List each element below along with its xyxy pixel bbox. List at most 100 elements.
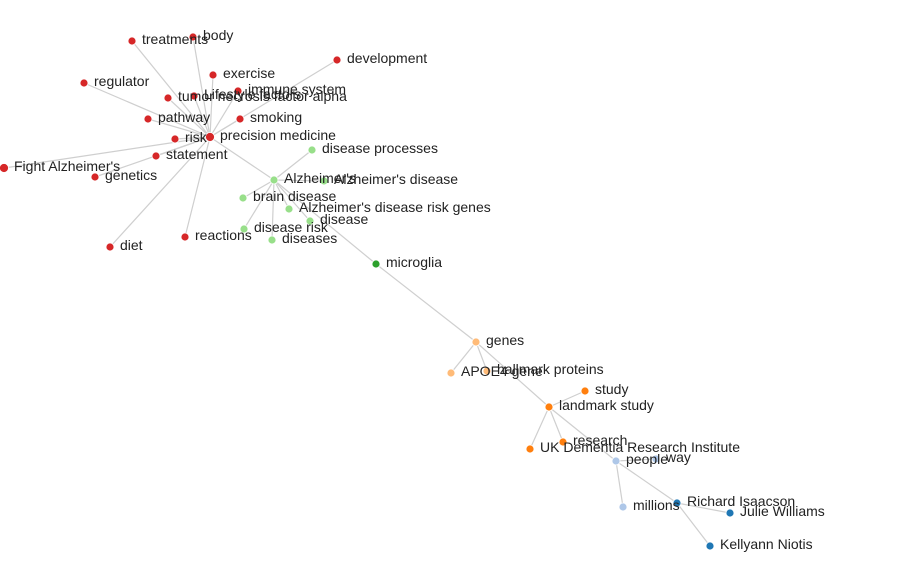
node-label-treatments: treatments <box>142 31 208 47</box>
node-risk_genes[interactable] <box>284 204 294 214</box>
edge-hub-immune <box>209 90 239 138</box>
edge-isaacson-williams <box>676 502 731 514</box>
edge-hub-regulator <box>83 82 211 138</box>
node-pathway[interactable] <box>143 114 153 124</box>
edge-people-way <box>615 458 657 462</box>
node-label-tnf: tumor necrosis factor alpha <box>178 88 347 104</box>
node-reactions[interactable] <box>180 232 190 242</box>
node-microglia[interactable] <box>371 259 381 269</box>
node-alz[interactable] <box>269 175 279 185</box>
node-label-genetics: genetics <box>105 167 157 183</box>
node-disease_risk[interactable] <box>239 224 249 234</box>
node-genetics[interactable] <box>90 172 100 182</box>
node-hallmark[interactable] <box>482 366 492 376</box>
edge-hub-reactions <box>184 136 211 238</box>
node-exercise[interactable] <box>208 70 218 80</box>
edge-alz-disease_processes <box>273 149 313 181</box>
edge-alz-microglia <box>273 179 377 265</box>
node-label-microglia: microglia <box>386 254 442 270</box>
edge-landmark-research <box>548 406 564 443</box>
edge-alz-brain_disease <box>242 179 275 199</box>
node-label-risk_genes: Alzheimer's disease risk genes <box>299 199 491 215</box>
node-label-risk: risk <box>185 129 208 145</box>
node-niotis[interactable] <box>705 541 715 551</box>
edge-people-millions <box>615 460 624 508</box>
node-genes[interactable] <box>471 337 481 347</box>
node-apoe[interactable] <box>446 368 456 378</box>
node-label-fight: Fight Alzheimer's <box>14 158 120 174</box>
edge-hub-diet <box>109 136 211 248</box>
graph-edges <box>3 36 731 547</box>
node-label-ukdri: UK Dementia Research Institute <box>540 439 740 455</box>
node-label-reactions: reactions <box>195 227 252 243</box>
node-people[interactable] <box>611 456 621 466</box>
edge-people-isaacson <box>615 460 678 504</box>
edge-alz-alz_disease <box>273 179 325 182</box>
node-disease[interactable] <box>305 216 315 226</box>
node-hub[interactable] <box>205 132 215 142</box>
node-landmark[interactable] <box>544 402 554 412</box>
node-label-body: body <box>203 27 233 43</box>
edge-hub-lifestyle <box>193 95 211 138</box>
node-study[interactable] <box>580 386 590 396</box>
edge-genes-hallmark <box>475 341 488 372</box>
node-label-hub: precision medicine <box>220 127 336 143</box>
node-development[interactable] <box>332 55 342 65</box>
node-label-exercise: exercise <box>223 65 275 81</box>
node-smoking[interactable] <box>235 114 245 124</box>
node-label-diet: diet <box>120 237 143 253</box>
node-body[interactable] <box>188 32 198 42</box>
node-risk[interactable] <box>170 134 180 144</box>
node-label-people: people <box>626 451 668 467</box>
edge-landmark-study <box>548 390 586 408</box>
edge-isaacson-niotis <box>676 502 711 547</box>
node-label-regulator: regulator <box>94 73 150 89</box>
node-fight[interactable] <box>0 163 9 173</box>
node-brain_disease[interactable] <box>238 193 248 203</box>
edge-alz-disease_risk <box>243 179 275 230</box>
node-ukdri[interactable] <box>525 444 535 454</box>
edge-landmark-ukdri <box>529 406 550 450</box>
node-label-statement: statement <box>166 146 228 162</box>
node-isaacson[interactable] <box>672 498 682 508</box>
node-diseases[interactable] <box>267 235 277 245</box>
edge-alz-disease <box>273 179 311 222</box>
node-diet[interactable] <box>105 242 115 252</box>
node-tnf[interactable] <box>163 93 173 103</box>
node-label-pathway: pathway <box>158 109 210 125</box>
node-label-isaacson: Richard Isaacson <box>687 493 795 509</box>
node-label-brain_disease: brain disease <box>253 188 336 204</box>
node-statement[interactable] <box>151 151 161 161</box>
node-label-development: development <box>347 50 427 66</box>
node-alz_disease[interactable] <box>319 176 329 186</box>
node-williams[interactable] <box>725 508 735 518</box>
node-label-disease_risk: disease risk <box>254 219 329 235</box>
node-label-research: research <box>573 432 627 448</box>
node-label-millions: millions <box>633 497 680 513</box>
node-regulator[interactable] <box>79 78 89 88</box>
node-label-immune: immune system <box>248 81 346 97</box>
node-way[interactable] <box>651 454 661 464</box>
edge-alz-diseases <box>271 179 275 241</box>
node-lifestyle[interactable] <box>189 91 199 101</box>
node-treatments[interactable] <box>127 36 137 46</box>
edge-hub-tnf <box>167 97 211 138</box>
node-immune[interactable] <box>233 86 243 96</box>
node-label-study: study <box>595 381 628 397</box>
edge-microglia-genes <box>375 263 477 343</box>
node-label-hallmark: hallmark proteins <box>497 361 604 377</box>
node-label-genes: genes <box>486 332 524 348</box>
node-research[interactable] <box>558 437 568 447</box>
node-label-disease: disease <box>320 211 368 227</box>
edge-landmark-people <box>548 406 617 462</box>
edge-hub-treatments <box>131 40 211 138</box>
graph-nodes <box>0 32 735 551</box>
node-disease_processes[interactable] <box>307 145 317 155</box>
edge-hub-pathway <box>147 118 211 138</box>
node-millions[interactable] <box>618 502 628 512</box>
node-label-alz_disease: Alzheimer's disease <box>334 171 458 187</box>
node-label-way: way <box>665 449 691 465</box>
node-label-williams: Julie Williams <box>740 503 825 519</box>
